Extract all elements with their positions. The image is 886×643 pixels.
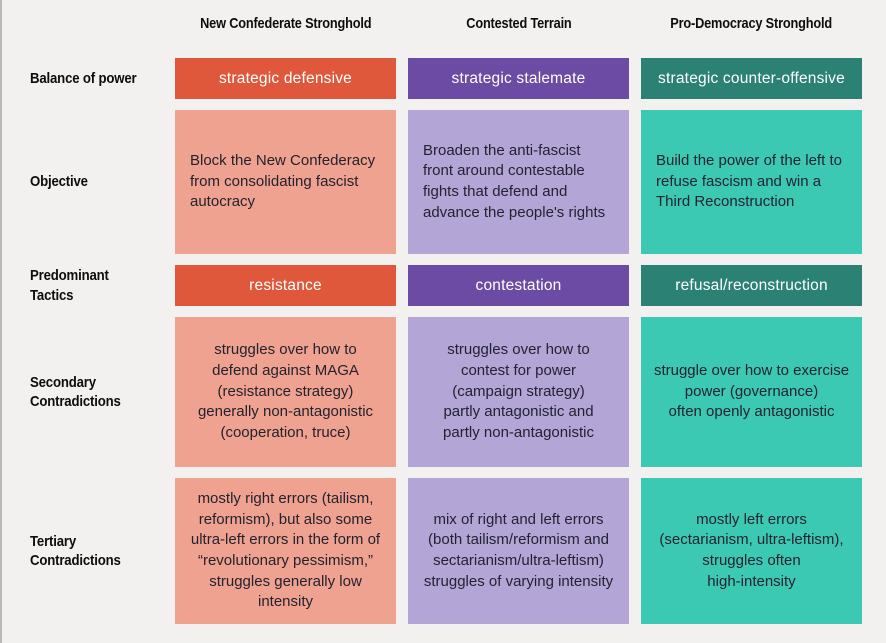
column-header-contested-terrain: Contested Terrain [408, 0, 629, 47]
cell-secondary-col3: struggle over how to exercise power (gov… [641, 317, 862, 467]
cell-balance-col3: strategic counter-offensive [641, 58, 862, 99]
cell-tertiary-col1: mostly right errors (tailism, reformism)… [175, 478, 396, 624]
badge-text: refusal/reconstruction [675, 276, 828, 294]
row-label-predominant-tactics: Predominant Tactics [30, 267, 109, 304]
corner-spacer [2, 0, 163, 47]
cell-text: mostly right errors (tailism, reformism)… [190, 489, 381, 611]
column-header-new-confederate-stronghold: New Confederate Stronghold [175, 0, 396, 47]
badge-text: strategic stalemate [451, 69, 586, 87]
cell-tactics-col3: refusal/reconstruction [641, 265, 862, 306]
column-header-pro-democracy-stronghold: Pro-Democracy Stronghold [641, 0, 862, 47]
cell-text: mostly left errors (sectarianism, ultra-… [659, 510, 844, 590]
cell-text: Build the power of the left to refuse fa… [656, 151, 842, 211]
cell-text: struggles over how to defend against MAG… [197, 341, 374, 442]
badge-text: strategic defensive [218, 69, 353, 87]
row-label-secondary-contradictions: Secondary Contradictions [30, 373, 121, 411]
cell-balance-col2: strategic stalemate [408, 58, 629, 99]
cell-tertiary-col3: mostly left errors (sectarianism, ultra-… [641, 478, 862, 624]
cell-secondary-col1: struggles over how to defend against MAG… [175, 317, 396, 467]
strategy-matrix-table: New Confederate Stronghold Contested Ter… [2, 0, 886, 624]
row-label-tertiary-contradictions: Tertiary Contradictions [30, 532, 121, 570]
column-header-label: Pro-Democracy Stronghold [670, 15, 833, 32]
column-header-label: Contested Terrain [465, 15, 572, 32]
badge-text: resistance [249, 276, 322, 294]
cell-text: struggles over how to contest for power … [443, 341, 594, 442]
cell-text: mix of right and left errors (both taili… [423, 510, 614, 590]
cell-text: Block the New Confederacy from consolida… [190, 151, 376, 211]
cell-objective-col2: Broaden the anti-fascist front around co… [408, 110, 629, 254]
cell-objective-col3: Build the power of the left to refuse fa… [641, 110, 862, 254]
cell-tactics-col2: contestation [408, 265, 629, 306]
cell-secondary-col2: struggles over how to contest for power … [408, 317, 629, 467]
cell-text: struggle over how to exercise power (gov… [653, 361, 850, 421]
cell-tertiary-col2: mix of right and left errors (both taili… [408, 478, 629, 624]
badge-text: strategic counter-offensive [658, 69, 845, 87]
badge-text: contestation [475, 276, 562, 294]
cell-objective-col1: Block the New Confederacy from consolida… [175, 110, 396, 254]
row-label-objective: Objective [30, 173, 88, 191]
cell-text: Broaden the anti-fascist front around co… [423, 141, 606, 221]
cell-balance-col1: strategic defensive [175, 58, 396, 99]
column-header-label: New Confederate Stronghold [199, 15, 372, 32]
row-label-balance-of-power: Balance of power [30, 69, 137, 87]
cell-tactics-col1: resistance [175, 265, 396, 306]
